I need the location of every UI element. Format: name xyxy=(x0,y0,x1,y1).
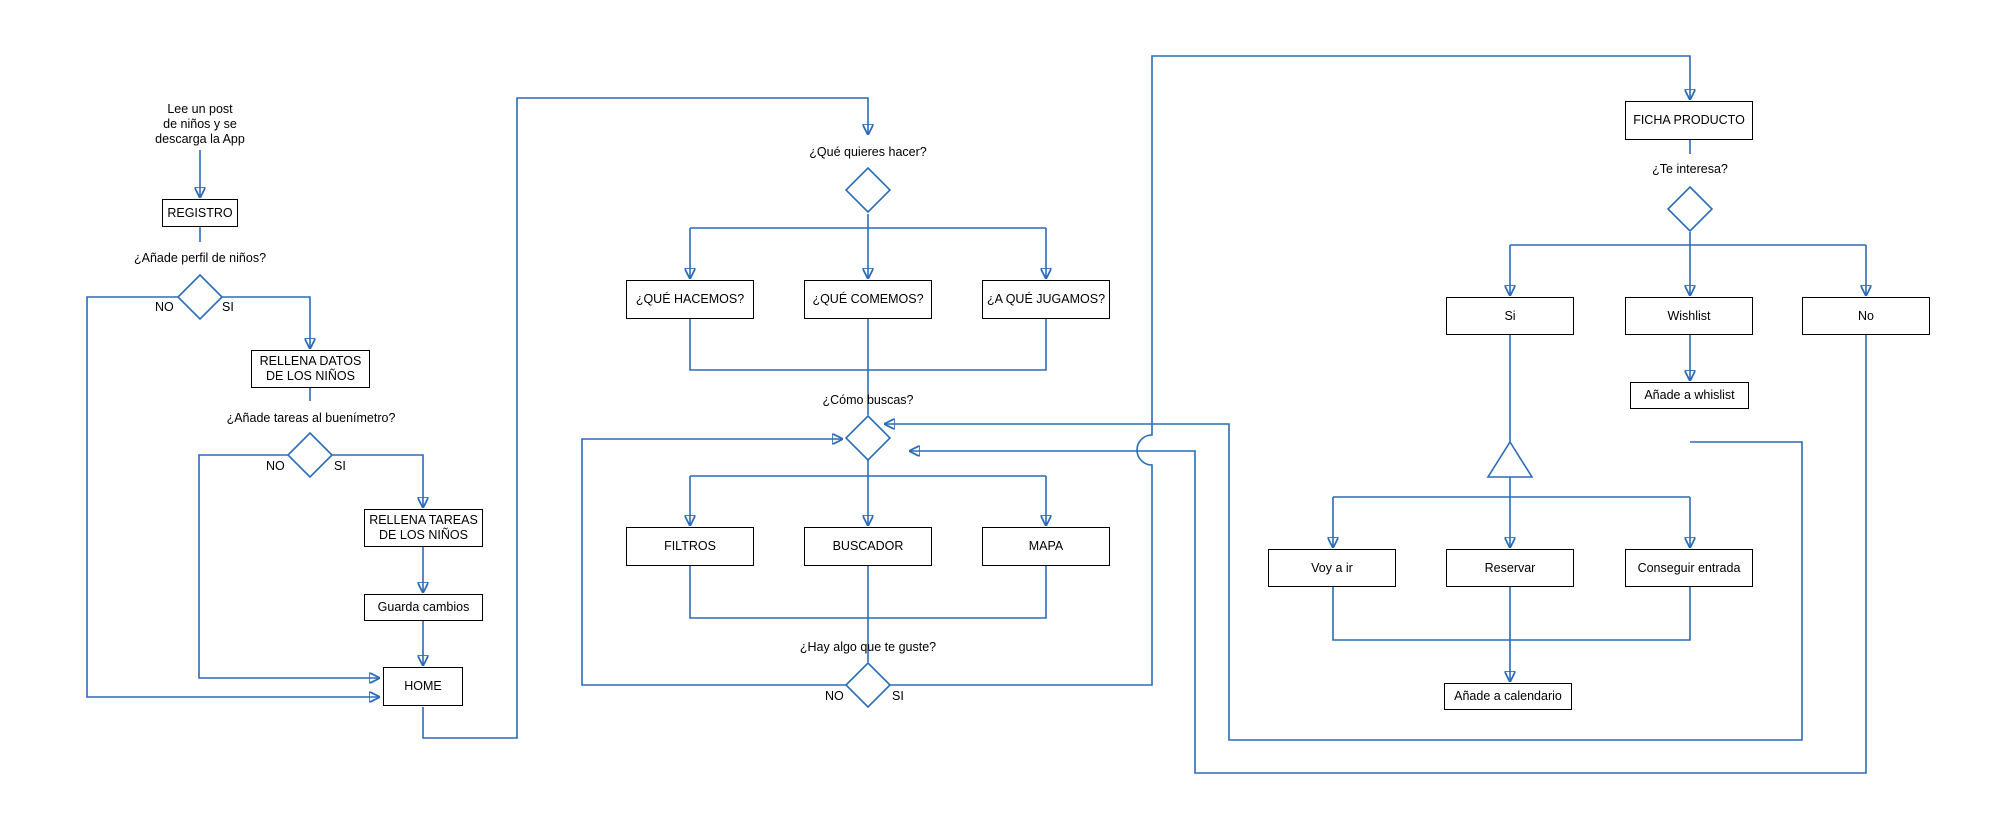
rellena-tareas-box: RELLENA TAREAS DE LOS NIÑOS xyxy=(364,509,483,547)
start-label: Lee un post de niños y se descarga la Ap… xyxy=(155,102,245,146)
question-guste: ¿Hay algo que te guste? xyxy=(799,640,937,654)
no-label-tareas: NO xyxy=(266,459,285,473)
si-label-perfil: SI xyxy=(222,300,234,314)
anade-calendario-box: Añade a calendario xyxy=(1444,683,1572,710)
conseguir-entrada-box: Conseguir entrada xyxy=(1625,549,1753,587)
ficha-producto-box: FICHA PRODUCTO xyxy=(1625,101,1753,140)
que-comemos-box: ¿QUÉ COMEMOS? xyxy=(804,280,932,319)
a-que-jugamos-box: ¿A QUÉ JUGAMOS? xyxy=(982,280,1110,319)
question-perfil: ¿Añade perfil de niños? xyxy=(133,251,267,265)
si-box: Si xyxy=(1446,297,1574,335)
question-hacer: ¿Qué quieres hacer? xyxy=(809,145,927,159)
anade-whislist-box: Añade a whislist xyxy=(1630,382,1749,409)
question-buscas: ¿Cómo buscas? xyxy=(822,393,914,407)
si-label-tareas: SI xyxy=(334,459,346,473)
mapa-box: MAPA xyxy=(982,527,1110,566)
buscador-box: BUSCADOR xyxy=(804,527,932,566)
home-box: HOME xyxy=(383,667,463,706)
no-label-guste: NO xyxy=(825,689,844,703)
no-box: No xyxy=(1802,297,1930,335)
si-label-guste: SI xyxy=(892,689,904,703)
question-interesa: ¿Te interesa? xyxy=(1652,162,1728,176)
question-tareas: ¿Añade tareas al buenímetro? xyxy=(226,411,396,425)
reservar-box: Reservar xyxy=(1446,549,1574,587)
registro-box: REGISTRO xyxy=(162,199,238,227)
filtros-box: FILTROS xyxy=(626,527,754,566)
guarda-cambios-box: Guarda cambios xyxy=(364,594,483,621)
rellena-datos-box: RELLENA DATOS DE LOS NIÑOS xyxy=(251,350,370,388)
que-hacemos-box: ¿QUÉ HACEMOS? xyxy=(626,280,754,319)
no-label-perfil: NO xyxy=(155,300,174,314)
wishlist-box: Wishlist xyxy=(1625,297,1753,335)
voy-a-ir-box: Voy a ir xyxy=(1268,549,1396,587)
